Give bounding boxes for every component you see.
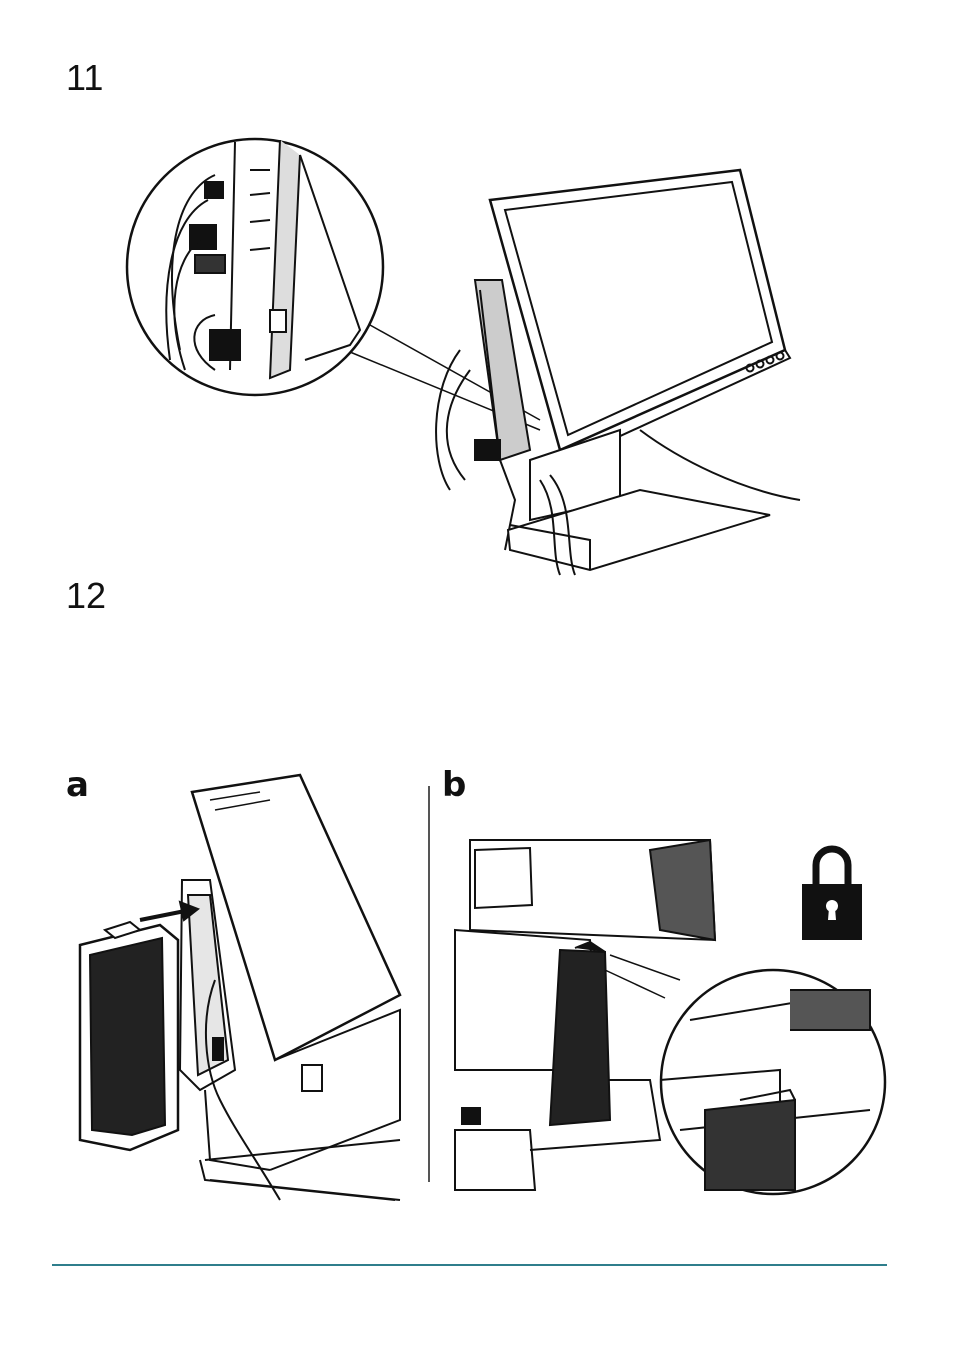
panel-label-b: b (442, 768, 466, 802)
step-number-11: 11 (66, 60, 103, 96)
monitor-cable-routing-illustration (120, 130, 820, 580)
cable-cover-install-illustration (70, 770, 410, 1210)
padlock-icon (802, 840, 862, 940)
footer-rule (52, 1264, 887, 1266)
step-number-12: 12 (66, 578, 106, 614)
panel-divider (428, 786, 430, 1182)
